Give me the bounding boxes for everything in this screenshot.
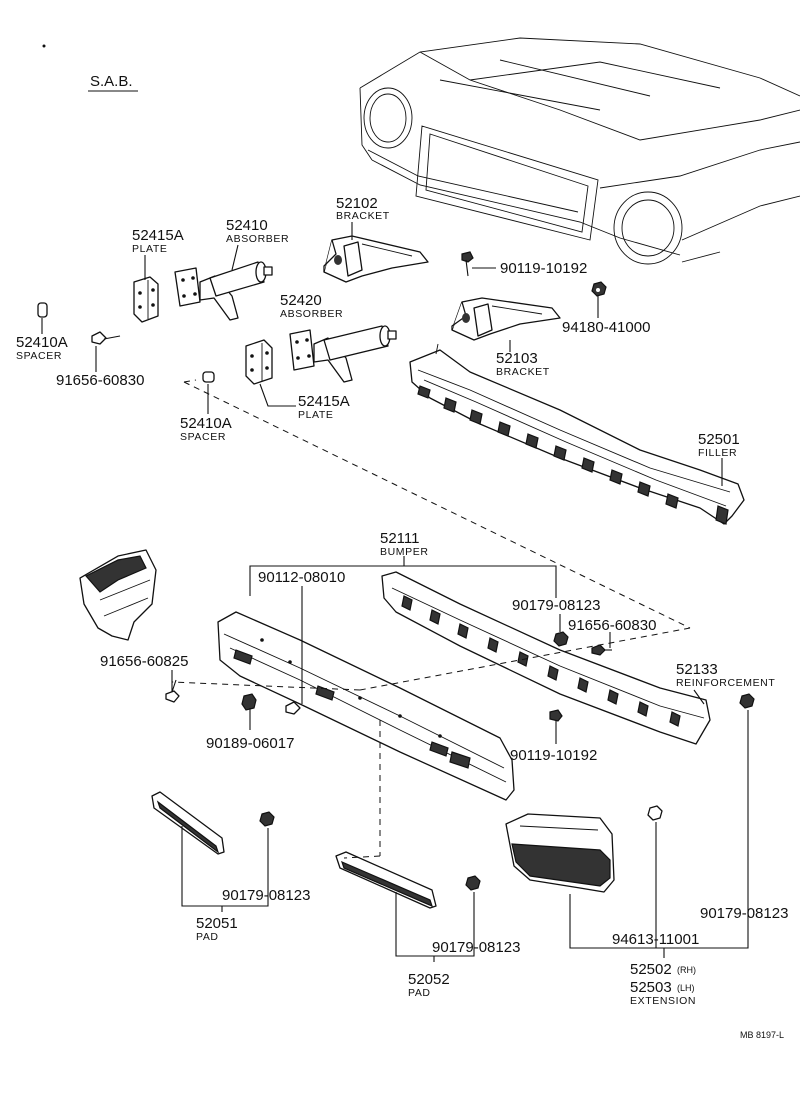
- label-52501-name: FILLER: [698, 447, 737, 459]
- label-91656-60825: 91656-60825: [100, 653, 188, 670]
- label-52051-number: 52051: [196, 915, 238, 932]
- bracket-52102: [323, 235, 429, 283]
- absorber-52420: [289, 325, 397, 383]
- absorber-52410: [174, 261, 273, 321]
- bolt-90112-08010: [285, 701, 301, 715]
- bolt-90119-10192-top: [461, 251, 474, 277]
- pad-52051: [151, 791, 225, 855]
- figure-code: MB 8197-L: [740, 1030, 784, 1040]
- label-52133-name: REINFORCEMENT: [676, 677, 775, 689]
- label-94613-11001: 94613-11001: [612, 931, 699, 948]
- label-52502-number: 52502: [630, 961, 672, 978]
- label-52420-name: ABSORBER: [280, 308, 343, 320]
- label-52133-number: 52133: [676, 661, 718, 678]
- label-91656-60830-right: 91656-60830: [568, 617, 656, 634]
- label-52501-number: 52501: [698, 431, 740, 448]
- label-90179-right: 90179-08123: [512, 597, 600, 614]
- label-52052-name: PAD: [408, 987, 431, 999]
- label-90119-top: 90119-10192: [500, 260, 587, 277]
- label-90189-06017: 90189-06017: [206, 735, 294, 752]
- label-52415a-upper-name: PLATE: [132, 243, 167, 255]
- label-90179-pad1: 90179-08123: [222, 887, 310, 904]
- pad-52052: [335, 851, 437, 909]
- label-90119-bottom: 90119-10192: [510, 747, 597, 764]
- label-52111-number: 52111: [380, 530, 420, 547]
- label-52410a-left-name: SPACER: [16, 350, 62, 362]
- label-90179-ext: 90179-08123: [700, 905, 788, 922]
- nut-90179-08123-right: [553, 631, 569, 647]
- label-52415a-lower-number: 52415A: [298, 393, 350, 410]
- plate-52415a-lower: [245, 339, 273, 385]
- spacer-52410a-left: [37, 302, 48, 318]
- label-94180-41000: 94180-41000: [562, 319, 650, 336]
- vehicle-front-outline: [359, 37, 800, 265]
- leader-lines: [41, 222, 749, 962]
- bolt-91656-60830-left: [91, 331, 121, 345]
- label-52052-number: 52052: [408, 971, 450, 988]
- bracket-52103: [451, 297, 561, 341]
- label-52051-name: PAD: [196, 931, 219, 943]
- extension-52503-lh: [79, 549, 157, 641]
- label-91656-60830-left: 91656-60830: [56, 372, 144, 389]
- label-52410a-lower-number: 52410A: [180, 415, 232, 432]
- label-52503-suffix: (LH): [677, 983, 695, 993]
- spacer-52410a-lower: [202, 371, 215, 383]
- label-52415a-upper-number: 52415A: [132, 227, 184, 244]
- label-52415a-lower-name: PLATE: [298, 409, 333, 421]
- label-52111-name: BUMPER: [380, 546, 429, 558]
- label-52102-name: BRACKET: [336, 210, 390, 222]
- nut-90179-08123-pad1: [259, 811, 275, 827]
- bumper-52111: [217, 611, 515, 801]
- nut-94180-41000: [591, 281, 607, 297]
- label-extension-name: EXTENSION: [630, 995, 696, 1007]
- part-labels: 52410A SPACER 91656-60830 52415A PLATE 5…: [16, 195, 788, 1040]
- assembly-dashed-lines: [171, 379, 691, 859]
- reinforcement-52133: [381, 571, 711, 745]
- label-90112-08010: 90112-08010: [258, 569, 345, 586]
- nut-94613-11001: [647, 805, 663, 821]
- label-52103-number: 52103: [496, 350, 538, 367]
- label-52410a-lower-name: SPACER: [180, 431, 226, 443]
- label-52103-name: BRACKET: [496, 366, 550, 378]
- label-52410a-left-number: 52410A: [16, 334, 68, 351]
- extension-52502-rh: [505, 813, 615, 893]
- nut-90179-08123-pad2: [465, 875, 481, 891]
- bolt-90119-10192-bottom: [549, 709, 563, 722]
- label-52502-suffix: (RH): [677, 965, 696, 975]
- nut-90189-06017: [241, 693, 257, 711]
- label-52102-number: 52102: [336, 195, 378, 212]
- nut-90179-08123-ext-top: [739, 693, 755, 709]
- label-52410-number: 52410: [226, 217, 268, 234]
- label-52410-name: ABSORBER: [226, 233, 289, 245]
- bolt-91656-60830-right: [591, 644, 612, 656]
- label-52503-number: 52503: [630, 979, 672, 996]
- bolt-91656-60825: [165, 679, 180, 703]
- label-90179-pad2: 90179-08123: [432, 939, 520, 956]
- plate-52415a-upper: [133, 276, 159, 323]
- speck: [42, 44, 46, 48]
- label-52420-number: 52420: [280, 292, 322, 309]
- diagram-title: S.A.B.: [90, 73, 133, 90]
- filler-52501: [409, 343, 745, 525]
